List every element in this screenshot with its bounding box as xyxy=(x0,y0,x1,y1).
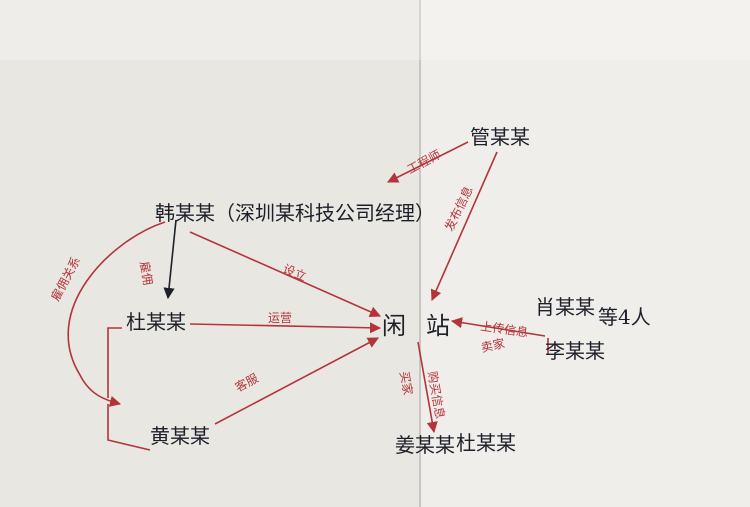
node-xiao-suffix: 等4人 xyxy=(598,305,651,329)
label-wang-to-jiang-1: 买家 xyxy=(397,370,416,396)
node-li: 李某某 xyxy=(545,339,605,363)
edge-guan-to-wang xyxy=(430,151,498,302)
node-xiao: 肖某某 xyxy=(535,295,595,319)
node-han: 韩某某（深圳某科技公司经理） xyxy=(155,201,435,225)
node-wang: 闲 xyxy=(382,312,406,340)
node-huang: 黄某某 xyxy=(150,424,210,448)
edge-wang-to-jiang xyxy=(417,341,438,434)
node-jiang: 姜某某 xyxy=(395,433,455,457)
node-du: 杜某某 xyxy=(126,310,186,334)
edge-du-to-wang xyxy=(189,322,382,334)
edge-han-to-huang-curve xyxy=(67,221,166,407)
label-xiao-li-to-wang: 上传信息 xyxy=(480,318,530,340)
paper-highlight xyxy=(0,0,750,60)
paper-left-page xyxy=(0,0,420,507)
node-wang-2: 站 xyxy=(426,312,450,340)
edge-han-to-wang xyxy=(189,231,382,318)
label-xiao-li-to-wang-2: 卖家 xyxy=(480,335,507,355)
label-du-to-wang: 运营 xyxy=(268,311,292,325)
paper-right-page xyxy=(420,0,750,507)
edge-huang-to-wang xyxy=(214,337,379,425)
label-han-to-du: 雇佣 xyxy=(137,260,156,286)
edge-guan-to-han xyxy=(386,141,469,183)
edge-xiao-li-to-wang xyxy=(450,317,546,337)
node-du-2: 杜某某 xyxy=(456,431,516,455)
bracket-du-huang xyxy=(107,327,151,451)
edge-han-to-du-black xyxy=(163,219,177,300)
node-guan: 管某某 xyxy=(470,125,530,149)
